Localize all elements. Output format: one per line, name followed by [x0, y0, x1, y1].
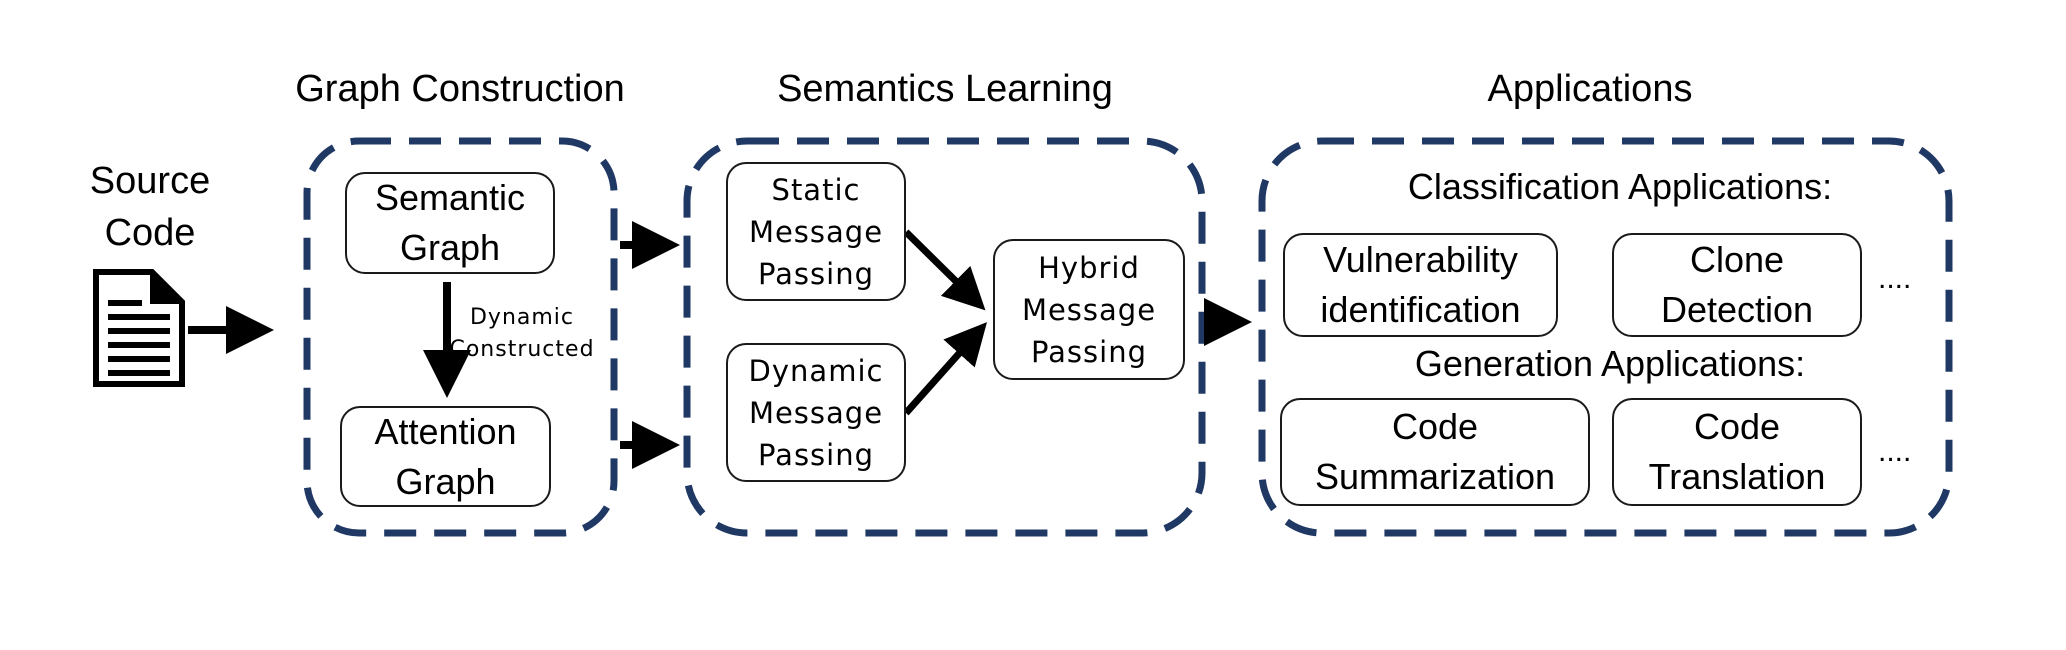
dynamic-message-passing-node: Dynamic Message Passing: [726, 343, 906, 482]
classification-heading: Classification Applications:: [1407, 166, 1833, 207]
code-translation-node: Code Translation: [1612, 398, 1862, 506]
static-message-passing-node: Static Message Passing: [726, 162, 906, 301]
clone-detection-node: Clone Detection: [1612, 233, 1862, 337]
graph-construction-title: Graph Construction: [295, 68, 625, 110]
applications-title: Applications: [1487, 68, 1693, 110]
attention-graph-label: Attention Graph: [374, 410, 517, 502]
source-code-label: Source Code: [89, 160, 211, 254]
semantic-graph-node: Semantic Graph: [345, 172, 555, 274]
vulnerability-identification-node: Vulnerability identification: [1283, 233, 1558, 337]
dynamic-message-passing-label: Dynamic Message Passing: [748, 353, 884, 472]
semantics-learning-container: [683, 137, 1206, 537]
code-summarization-node: Code Summarization: [1280, 398, 1590, 506]
vulnerability-identification-label: Vulnerability identification: [1320, 239, 1521, 330]
hybrid-message-passing-node: Hybrid Message Passing: [993, 239, 1185, 380]
arrow-static-to-hybrid: [903, 229, 986, 311]
classification-ellipsis: ....: [1878, 262, 1912, 295]
code-summarization-label: Code Summarization: [1314, 406, 1556, 497]
generation-ellipsis: ....: [1878, 435, 1912, 468]
code-translation-label: Code Translation: [1648, 406, 1826, 497]
semantics-learning-title: Semantics Learning: [777, 68, 1113, 110]
document-icon: [93, 269, 185, 387]
graph-construction-container: [303, 137, 618, 537]
semantic-graph-label: Semantic Graph: [374, 177, 526, 268]
arrow-dynamic-to-hybrid: [903, 322, 987, 416]
applications-container: [1258, 137, 1953, 537]
dynamic-constructed-label: Dynamic Constructed: [449, 305, 595, 362]
attention-graph-node: Attention Graph: [340, 406, 551, 507]
generation-heading: Generation Applications:: [1414, 343, 1806, 384]
static-message-passing-label: Static Message Passing: [748, 172, 884, 291]
clone-detection-label: Clone Detection: [1660, 239, 1814, 330]
hybrid-message-passing-label: Hybrid Message Passing: [1021, 250, 1157, 369]
